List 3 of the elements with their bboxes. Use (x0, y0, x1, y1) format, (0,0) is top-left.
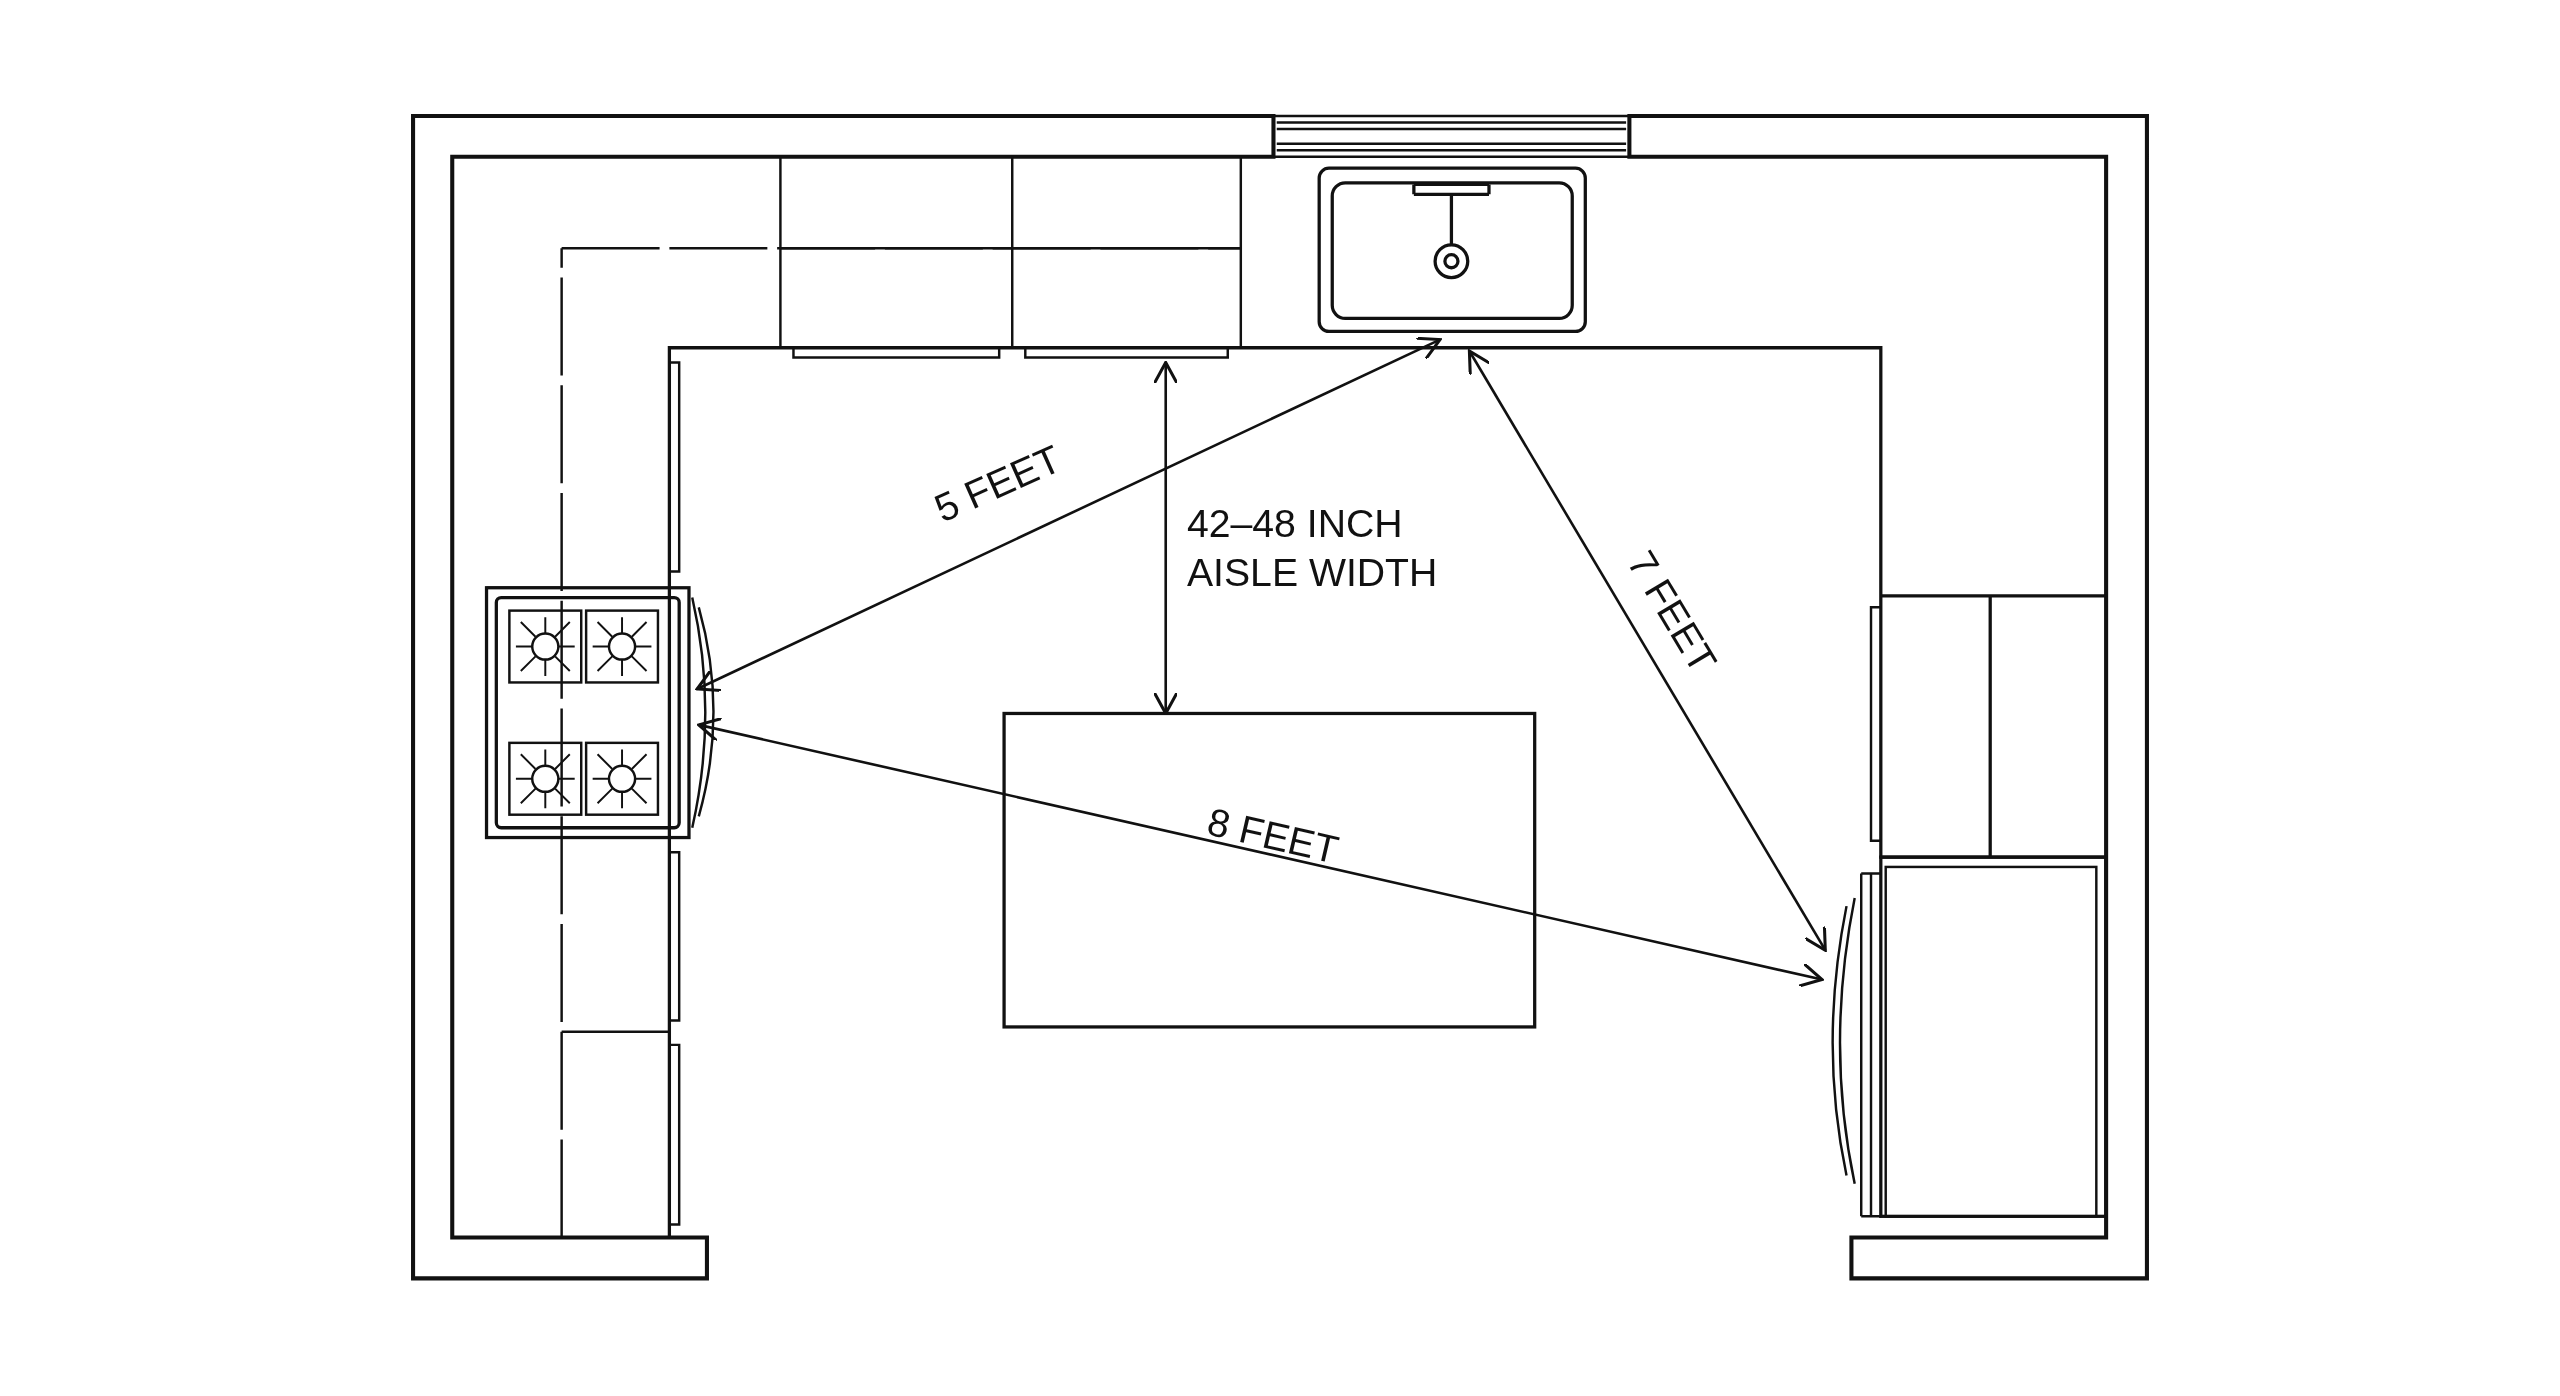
dimension-label: 8 FEET (1202, 797, 1344, 874)
dimension-label: 5 FEET (927, 435, 1069, 533)
dimension-label: 42–48 INCH AISLE WIDTH (1186, 500, 1439, 597)
